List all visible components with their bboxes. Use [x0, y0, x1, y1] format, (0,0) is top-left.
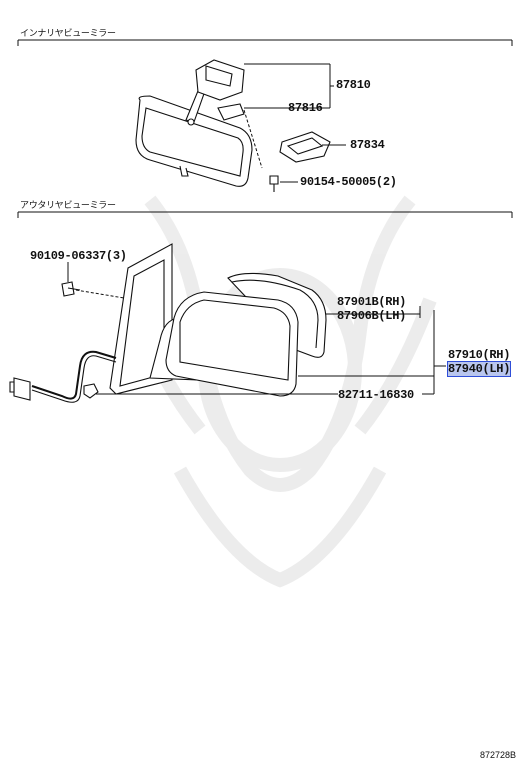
inner-mirror-section-title: インナリヤビューミラー	[20, 29, 116, 39]
inner-section-bracket	[17, 39, 513, 46]
inner-mirror-drawing	[135, 59, 331, 192]
part-90109-06337[interactable]: 90109-06337(3)	[30, 249, 127, 263]
part-87940-lh[interactable]: 87940(LH)	[446, 361, 512, 377]
part-87906b-lh[interactable]: 87906B(LH)	[337, 309, 407, 323]
outer-leader-lines	[67, 262, 446, 395]
outer-section-bracket	[17, 211, 513, 218]
part-82711-16830[interactable]: 82711-16830	[338, 388, 414, 402]
part-87810[interactable]: 87810	[336, 78, 371, 92]
outer-mirror-section-title: アウタリヤビューミラー	[20, 201, 116, 211]
figure-number: 872728B	[480, 750, 517, 760]
outer-mirror-drawing	[9, 243, 327, 403]
inner-leader-lines	[243, 63, 346, 183]
part-87901b-rh[interactable]: 87901B(RH)	[337, 295, 407, 309]
part-90154-50005[interactable]: 90154-50005(2)	[300, 175, 397, 189]
part-87816[interactable]: 87816	[288, 101, 323, 115]
part-87834[interactable]: 87834	[350, 138, 385, 152]
part-87910-rh[interactable]: 87910(RH)	[448, 348, 511, 362]
